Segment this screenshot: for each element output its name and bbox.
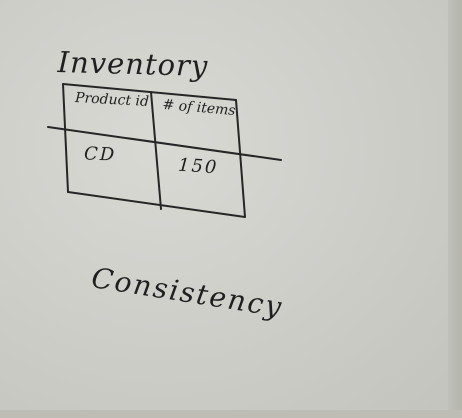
cell-product-id: CD (83, 143, 117, 166)
whiteboard-ledge (0, 410, 462, 418)
inventory-title: Inventory (57, 45, 209, 83)
whiteboard-frame (448, 0, 462, 418)
cell-item-count: 150 (177, 154, 220, 179)
